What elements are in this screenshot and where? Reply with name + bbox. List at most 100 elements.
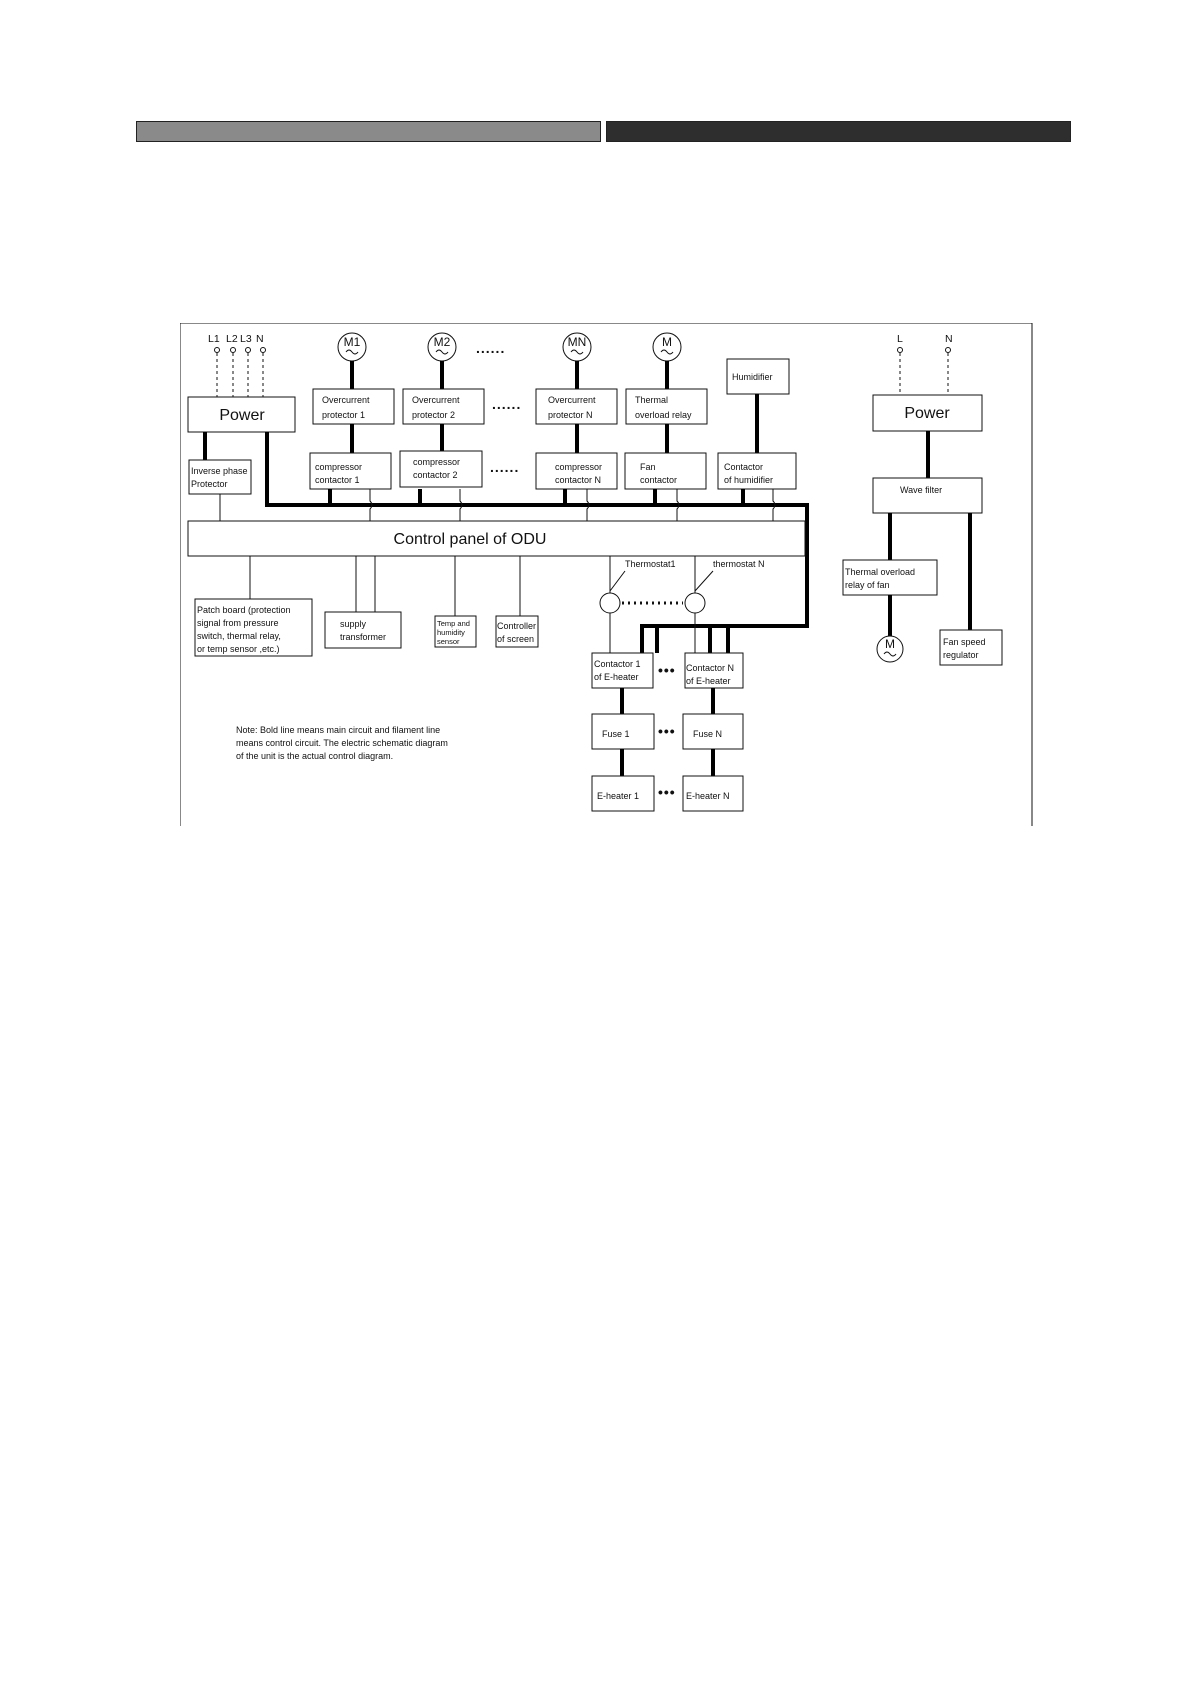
diagram-label: compressor	[315, 462, 362, 472]
diagram-label: of humidifier	[724, 475, 773, 485]
thermal-overload-relay: Thermal overload relay	[625, 388, 708, 425]
fuse-1: Fuse 1	[591, 713, 655, 750]
diagram-label: contactor 2	[413, 470, 458, 480]
diagram-label: or temp sensor ,etc.)	[197, 644, 280, 654]
diagram-label: M	[662, 335, 672, 349]
diagram-label: of screen	[497, 634, 534, 644]
diagram-label: Overcurrent	[548, 395, 596, 405]
diagram-label: compressor	[413, 457, 460, 467]
diagram-label: signal from pressure	[197, 618, 279, 628]
terminal-node	[214, 347, 220, 353]
diagram-label: contactor 1	[315, 475, 360, 485]
diagram-label: E-heater N	[686, 791, 730, 801]
electrical-schematic-diagram: L1 L2 L3 N Power Inverse phase Protector…	[180, 323, 1033, 826]
e-heater-n: E-heater N	[682, 775, 744, 812]
fan-contactor: Fan contactor	[624, 452, 707, 490]
diagram-label: MN	[568, 335, 587, 349]
terminal-node	[945, 347, 951, 353]
terminal-label: L2	[226, 333, 238, 345]
diagram-label: of E-heater	[686, 676, 731, 686]
terminal-label: N	[256, 333, 264, 345]
overcurrent-protector-1: Overcurrent protector 1	[312, 388, 395, 425]
terminal-label: L1	[208, 333, 220, 345]
diagram-label: humidity	[437, 628, 465, 637]
diagram-label: Contactor 1	[594, 659, 641, 669]
wave-filter-box: Wave filter	[872, 477, 983, 514]
terminal-node	[897, 347, 903, 353]
diagram-label: contactor N	[555, 475, 601, 485]
diagram-label: Fuse 1	[602, 729, 630, 739]
contactor-of-humidifier: Contactor of humidifier	[717, 452, 797, 490]
humidifier-box: Humidifier	[726, 358, 790, 395]
diagram-label: Fan	[640, 462, 656, 472]
diagram-label: M	[885, 637, 895, 651]
compressor-contactor-2: compressor contactor 2	[399, 450, 483, 488]
diagram-label: protector N	[548, 410, 593, 420]
diagram-label: •••	[658, 784, 676, 800]
diagram-label: Overcurrent	[412, 395, 460, 405]
diagram-label: Fan speed	[943, 637, 986, 647]
patch-board-box: Patch board (protection signal from pres…	[194, 598, 313, 657]
header-bar-left	[136, 121, 601, 142]
contactor-n-of-e-heater: Contactor N of E-heater	[684, 652, 744, 689]
diagram-label: ......	[492, 396, 521, 412]
motor-mn: MN	[562, 332, 592, 362]
compressor-contactor-n: compressor contactor N	[535, 452, 618, 490]
diagram-label: Contactor N	[686, 663, 734, 673]
diagram-label: Note: Bold line means main circuit and f…	[236, 725, 440, 735]
overcurrent-protector-n: Overcurrent protector N	[535, 388, 618, 425]
diagram-label: Protector	[191, 479, 228, 489]
terminal-node	[260, 347, 266, 353]
diagram-label: E-heater 1	[597, 791, 639, 801]
thermostat-n-symbol	[684, 592, 706, 614]
diagram-label: overload relay	[635, 410, 692, 420]
thermostat-n-label: thermostat N	[713, 559, 765, 569]
diagram-label: •••	[658, 723, 676, 739]
diagram-label: N	[945, 333, 953, 345]
header-bar-right	[606, 121, 1071, 142]
note-text: Note: Bold line means main circuit and f…	[236, 725, 448, 761]
control-panel-of-odu: Control panel of ODU	[187, 520, 806, 557]
diagram-label: protector 2	[412, 410, 455, 420]
overcurrent-protector-2: Overcurrent protector 2	[402, 388, 485, 425]
terminal-group-left: L1 L2 L3 N	[208, 333, 266, 397]
ellipsis: ......	[476, 340, 505, 356]
diagram-label: Overcurrent	[322, 395, 370, 405]
diagram-label: M1	[344, 335, 361, 349]
diagram-label: means control circuit. The electric sche…	[236, 738, 448, 748]
diagram-label: contactor	[640, 475, 677, 485]
controller-of-screen-box: Controller of screen	[495, 615, 539, 648]
fuse-n: Fuse N	[682, 713, 744, 750]
diagram-label: supply	[340, 619, 367, 629]
diagram-label: Wave filter	[900, 485, 942, 495]
e-heater-1: E-heater 1	[591, 775, 655, 812]
diagram-label: ......	[490, 459, 519, 475]
diagram-label: Patch board (protection	[197, 605, 291, 615]
supply-transformer-box: supply transformer	[324, 611, 402, 649]
thermal-overload-relay-of-fan: Thermal overload relay of fan	[842, 559, 938, 596]
diagram-label: L	[897, 333, 903, 345]
motor-fan: M	[652, 332, 682, 362]
terminal-group-right: L N	[897, 333, 953, 395]
diagram-label: Power	[904, 405, 950, 422]
diagram-label: M2	[434, 335, 451, 349]
temp-humidity-sensor-box: Temp and humidity sensor	[434, 615, 477, 648]
power-box-left: Power	[187, 396, 296, 433]
diagram-label: Thermal	[635, 395, 668, 405]
fan-speed-regulator-box: Fan speed regulator	[939, 629, 1003, 666]
diagram-label: compressor	[555, 462, 602, 472]
compressor-contactor-1: compressor contactor 1	[309, 452, 392, 490]
diagram-label: relay of fan	[845, 580, 890, 590]
diagram-label: regulator	[943, 650, 979, 660]
motor-m2: M2	[427, 332, 457, 362]
power-label: Power	[219, 407, 265, 424]
terminal-node	[245, 347, 251, 353]
power-box-right: Power	[872, 394, 983, 432]
diagram-label: Controller	[497, 621, 536, 631]
thermostat-1-label: Thermostat1	[625, 559, 676, 569]
motor-m1: M1	[337, 332, 367, 362]
inverse-phase-protector-box: Inverse phase Protector	[188, 459, 252, 495]
terminal-node	[230, 347, 236, 353]
diagram-label: transformer	[340, 632, 386, 642]
thermostat-1-symbol	[599, 592, 621, 614]
